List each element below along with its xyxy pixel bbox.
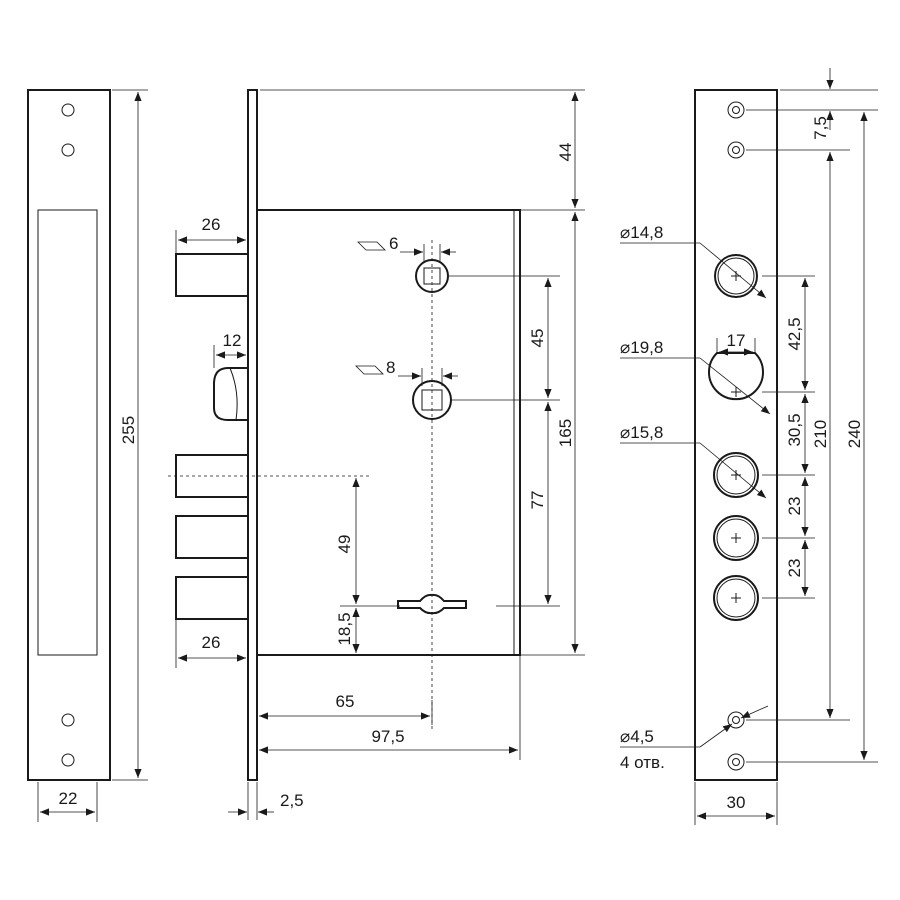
diameter-icon: ⌀ xyxy=(620,423,630,442)
square-symbol-icon xyxy=(357,241,386,251)
diameter-icon: ⌀ xyxy=(620,223,630,242)
top-bolt xyxy=(175,253,249,297)
dim-hole-2-width: 17 xyxy=(727,331,746,350)
diameter-icon: ⌀ xyxy=(620,727,630,746)
front-plate-window xyxy=(37,209,98,656)
diameter-icon: ⌀ xyxy=(620,338,630,357)
dim-front-height: 255 xyxy=(119,416,138,444)
dim-top-offset: 44 xyxy=(556,143,575,162)
dim-screw-hole-diameter: ⌀4,5 xyxy=(620,727,654,746)
dim-spacing-2: 30,5 xyxy=(785,413,804,446)
dim-body-height: 165 xyxy=(556,419,575,447)
dim-outer-screw-span: 240 xyxy=(845,420,864,448)
lock-case xyxy=(256,209,521,656)
screw-hole xyxy=(727,711,745,729)
dim-spacing-3: 23 xyxy=(785,497,804,516)
dim-hole-1-diameter: ⌀14,8 xyxy=(620,223,663,242)
faceplate xyxy=(694,89,778,781)
dim-spindle-to-key: 77 xyxy=(528,491,547,510)
bolt-hole xyxy=(713,452,759,498)
front-view: 255 22 xyxy=(27,89,148,822)
dim-faceplate-width: 30 xyxy=(727,793,746,812)
dim-screw-hole-count: 4 отв. xyxy=(620,753,665,772)
dim-square-small: 6 xyxy=(389,234,398,253)
bolt-hole xyxy=(714,254,758,298)
front-screw-hole xyxy=(61,143,75,157)
dim-front-width: 22 xyxy=(59,789,78,808)
dim-spindle-spacing: 45 xyxy=(528,329,547,348)
dim-spacing-4: 23 xyxy=(785,559,804,578)
bolt-hole xyxy=(713,575,759,621)
main-bolt xyxy=(175,515,249,559)
dim-bottom-bolt-length: 26 xyxy=(202,633,221,652)
keyhole xyxy=(397,593,467,615)
dim-latch-width: 12 xyxy=(223,331,242,350)
dim-body-depth: 97,5 xyxy=(371,727,404,746)
screw-hole xyxy=(727,101,745,119)
screw-hole xyxy=(727,753,745,771)
bolt-hole xyxy=(713,515,759,561)
latch-hole xyxy=(708,352,764,401)
side-faceplate xyxy=(247,89,258,781)
side-view: 44 165 45 77 49 18,5 26 12 26 xyxy=(168,89,585,820)
dim-backset: 65 xyxy=(336,692,355,711)
dim-bolt-to-key: 49 xyxy=(335,535,354,554)
dim-top-bolt-length: 26 xyxy=(202,215,221,234)
dim-key-to-bottom: 18,5 xyxy=(335,612,354,645)
front-plate xyxy=(27,89,111,781)
dim-faceplate-thickness: 2,5 xyxy=(280,791,304,810)
main-bolt xyxy=(175,576,249,620)
dim-inner-screw-span: 210 xyxy=(811,420,830,448)
front-screw-hole xyxy=(61,753,75,767)
dim-hole-3-diameter: ⌀15,8 xyxy=(620,423,663,442)
square-symbol-icon xyxy=(355,365,384,375)
faceplate-view: ⌀14,8 ⌀19,8 ⌀15,8 17 ⌀4,5 4 отв. 7,5 xyxy=(620,68,878,825)
screw-hole xyxy=(727,141,745,159)
dim-screw-pitch: 7,5 xyxy=(811,116,830,140)
dim-hole-2-diameter: ⌀19,8 xyxy=(620,338,663,357)
front-screw-hole xyxy=(61,713,75,727)
dim-spacing-1: 42,5 xyxy=(785,317,804,350)
latch-bolt xyxy=(213,367,249,421)
dim-square-large: 8 xyxy=(386,358,395,377)
front-screw-hole xyxy=(61,103,75,117)
